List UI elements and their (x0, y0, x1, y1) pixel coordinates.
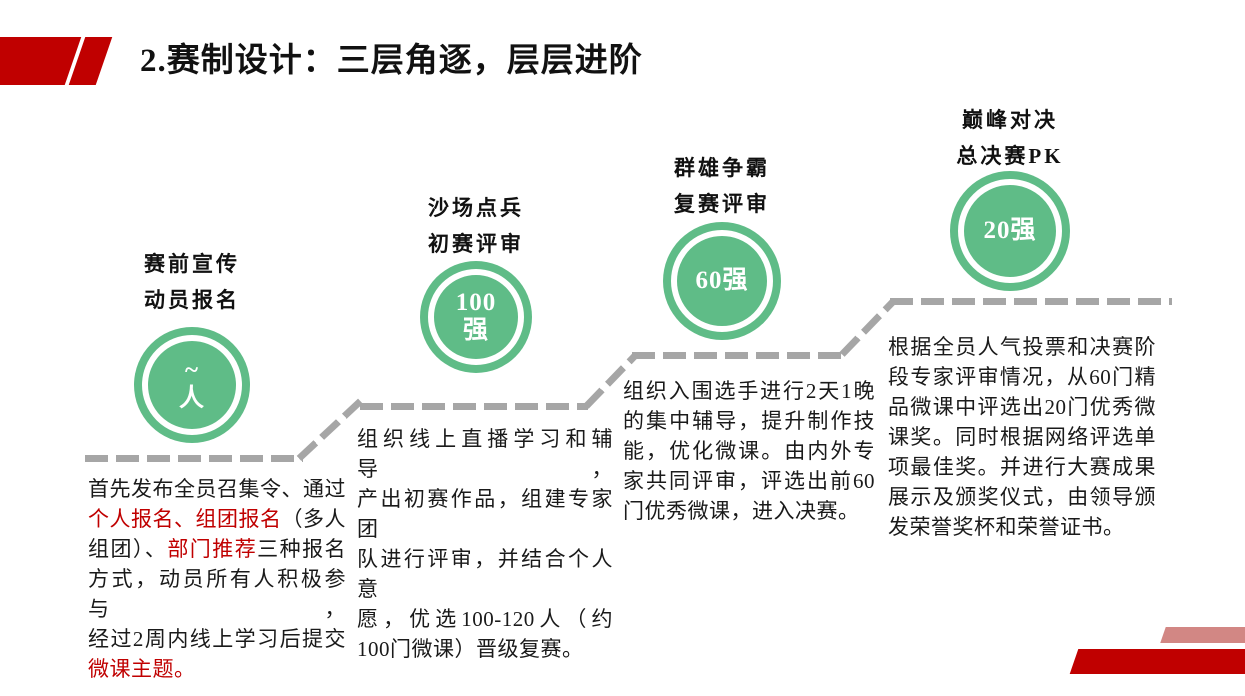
staircase-dash-level4 (890, 298, 1172, 305)
text-segment: 首先发布全员召集令、通过 (88, 477, 346, 501)
staircase-dash-diagonal1 (296, 398, 363, 462)
stage4-heading: 巅峰对决 总决赛PK (900, 102, 1120, 174)
pink-parallelogram (1160, 627, 1245, 643)
body-line: 组织线上直播学习和辅导， (357, 424, 613, 484)
stage2-badge-line2: 强 (462, 317, 489, 344)
stage2-heading-line1: 沙场点兵 (428, 196, 524, 220)
text-segment: 队进行评审，并结合个人意 (357, 547, 613, 601)
body-line: 经过2周内线上学习后提交 (88, 624, 346, 654)
stage3-heading: 群雄争霸 复赛评审 (612, 150, 832, 222)
text-segment: （多人 (281, 507, 346, 531)
stage2-body-text: 组织线上直播学习和辅导， 产出初赛作品，组建专家团队进行评审，并结合个人意愿，优选… (357, 424, 613, 664)
body-line: 产出初赛作品，组建专家团 (357, 484, 613, 544)
stage4-heading-line1: 巅峰对决 (962, 108, 1058, 132)
stage3-badge-line1: 60强 (695, 267, 749, 294)
stage1-badge-circle: ~ 人 (134, 327, 250, 443)
stage3-heading-line2: 复赛评审 (674, 192, 770, 216)
stage3-badge-circle: 60强 (663, 222, 781, 340)
stage4-badge-inner: 20强 (958, 179, 1062, 283)
text-segment: 展示及颁奖仪式，由领导颁 (888, 485, 1156, 509)
body-line: 首先发布全员召集令、通过 (88, 474, 346, 504)
staircase-dash-level1 (85, 455, 303, 462)
stage1-heading-line1: 赛前宣传 (144, 252, 240, 276)
text-segment: 能，优化微课。由内外专 (623, 439, 875, 463)
text-segment: 课奖。同时根据网络评选单 (888, 425, 1156, 449)
stage2-badge-inner: 100 强 (428, 269, 524, 365)
body-line: 100门微课）晋级复赛。 (357, 634, 613, 664)
text-segment: 经过2周内线上学习后提交 (88, 627, 346, 651)
text-segment: 愿，优选100-120人（约 (357, 607, 613, 631)
red-parallelogram-large (0, 37, 82, 85)
red-parallelogram-bottom (1069, 649, 1245, 674)
text-segment: 产出初赛作品，组建专家团 (357, 487, 613, 541)
body-line: 组织入围选手进行2天1晚 (623, 376, 875, 406)
stage3-body-text: 组织入围选手进行2天1晚的集中辅导，提升制作技能，优化微课。由内外专家共同评审，… (623, 376, 875, 526)
stage4-badge-circle: 20强 (950, 171, 1070, 291)
body-line: 的集中辅导，提升制作技 (623, 406, 875, 436)
text-segment: 组织入围选手进行2天1晚 (623, 379, 875, 403)
body-line: 课奖。同时根据网络评选单 (888, 422, 1156, 452)
body-line: 项最佳奖。并进行大赛成果 (888, 452, 1156, 482)
stage3-heading-line1: 群雄争霸 (674, 156, 770, 180)
body-line: 展示及颁奖仪式，由领导颁 (888, 482, 1156, 512)
text-segment: 组团）、 (88, 537, 168, 561)
body-line: 品微课中评选出20门优秀微 (888, 392, 1156, 422)
stage2-heading: 沙场点兵 初赛评审 (366, 190, 586, 262)
stage1-heading: 赛前宣传 动员报名 (82, 246, 302, 318)
stage1-heading-line2: 动员报名 (144, 288, 240, 312)
stage4-body-text: 根据全员人气投票和决赛阶段专家评审情况，从60门精品微课中评选出20门优秀微课奖… (888, 332, 1156, 542)
highlighted-text: 微课主题。 (88, 657, 196, 681)
staircase-dash-level3 (632, 352, 845, 359)
highlighted-text: 个人报名、组团报名 (88, 507, 282, 531)
stage4-badge-line1: 20强 (983, 217, 1037, 244)
body-line: 愿，优选100-120人（约 (357, 604, 613, 634)
body-line: 个人报名、组团报名（多人 (88, 504, 346, 534)
text-segment: 品微课中评选出20门优秀微 (888, 395, 1156, 419)
body-line: 微课主题。 (88, 654, 346, 684)
body-line: 家共同评审，评选出前60 (623, 466, 875, 496)
slide-title: 2.赛制设计：三层角逐，层层进阶 (140, 43, 643, 79)
text-segment: 方式，动员所有人积极参与， (88, 567, 346, 621)
stage1-badge-line2: 人 (178, 385, 205, 412)
text-segment: 段专家评审情况，从60门精 (888, 365, 1156, 389)
staircase-dash-level2 (360, 403, 588, 410)
body-line: 根据全员人气投票和决赛阶 (888, 332, 1156, 362)
stage1-badge-line1: ~ (184, 357, 199, 384)
text-segment: 100门微课）晋级复赛。 (357, 637, 584, 661)
body-line: 发荣誉奖杯和荣誉证书。 (888, 512, 1156, 542)
text-segment: 门优秀微课，进入决赛。 (623, 499, 860, 523)
body-line: 组团）、部门推荐三种报名 (88, 534, 346, 564)
stage2-heading-line2: 初赛评审 (428, 232, 524, 256)
text-segment: 组织线上直播学习和辅导， (357, 427, 613, 481)
highlighted-text: 部门推荐 (167, 537, 258, 561)
stage1-body-text: 首先发布全员召集令、通过个人报名、组团报名（多人组团）、部门推荐三种报名方式，动… (88, 474, 346, 684)
body-line: 门优秀微课，进入决赛。 (623, 496, 875, 526)
stage2-badge-circle: 100 强 (420, 261, 532, 373)
stage3-badge-inner: 60强 (671, 230, 773, 332)
text-segment: 家共同评审，评选出前60 (623, 469, 875, 493)
text-segment: 三种报名 (257, 537, 347, 561)
stage2-badge-line1: 100 (455, 289, 497, 316)
stage1-badge-inner: ~ 人 (142, 335, 242, 435)
text-segment: 发荣誉奖杯和荣誉证书。 (888, 515, 1125, 539)
stage4-heading-line2: 总决赛PK (956, 144, 1064, 168)
text-segment: 的集中辅导，提升制作技 (623, 409, 875, 433)
text-segment: 根据全员人气投票和决赛阶 (888, 335, 1156, 359)
body-line: 队进行评审，并结合个人意 (357, 544, 613, 604)
body-line: 段专家评审情况，从60门精 (888, 362, 1156, 392)
text-segment: 项最佳奖。并进行大赛成果 (888, 455, 1156, 479)
body-line: 方式，动员所有人积极参与， (88, 564, 346, 624)
body-line: 能，优化微课。由内外专 (623, 436, 875, 466)
